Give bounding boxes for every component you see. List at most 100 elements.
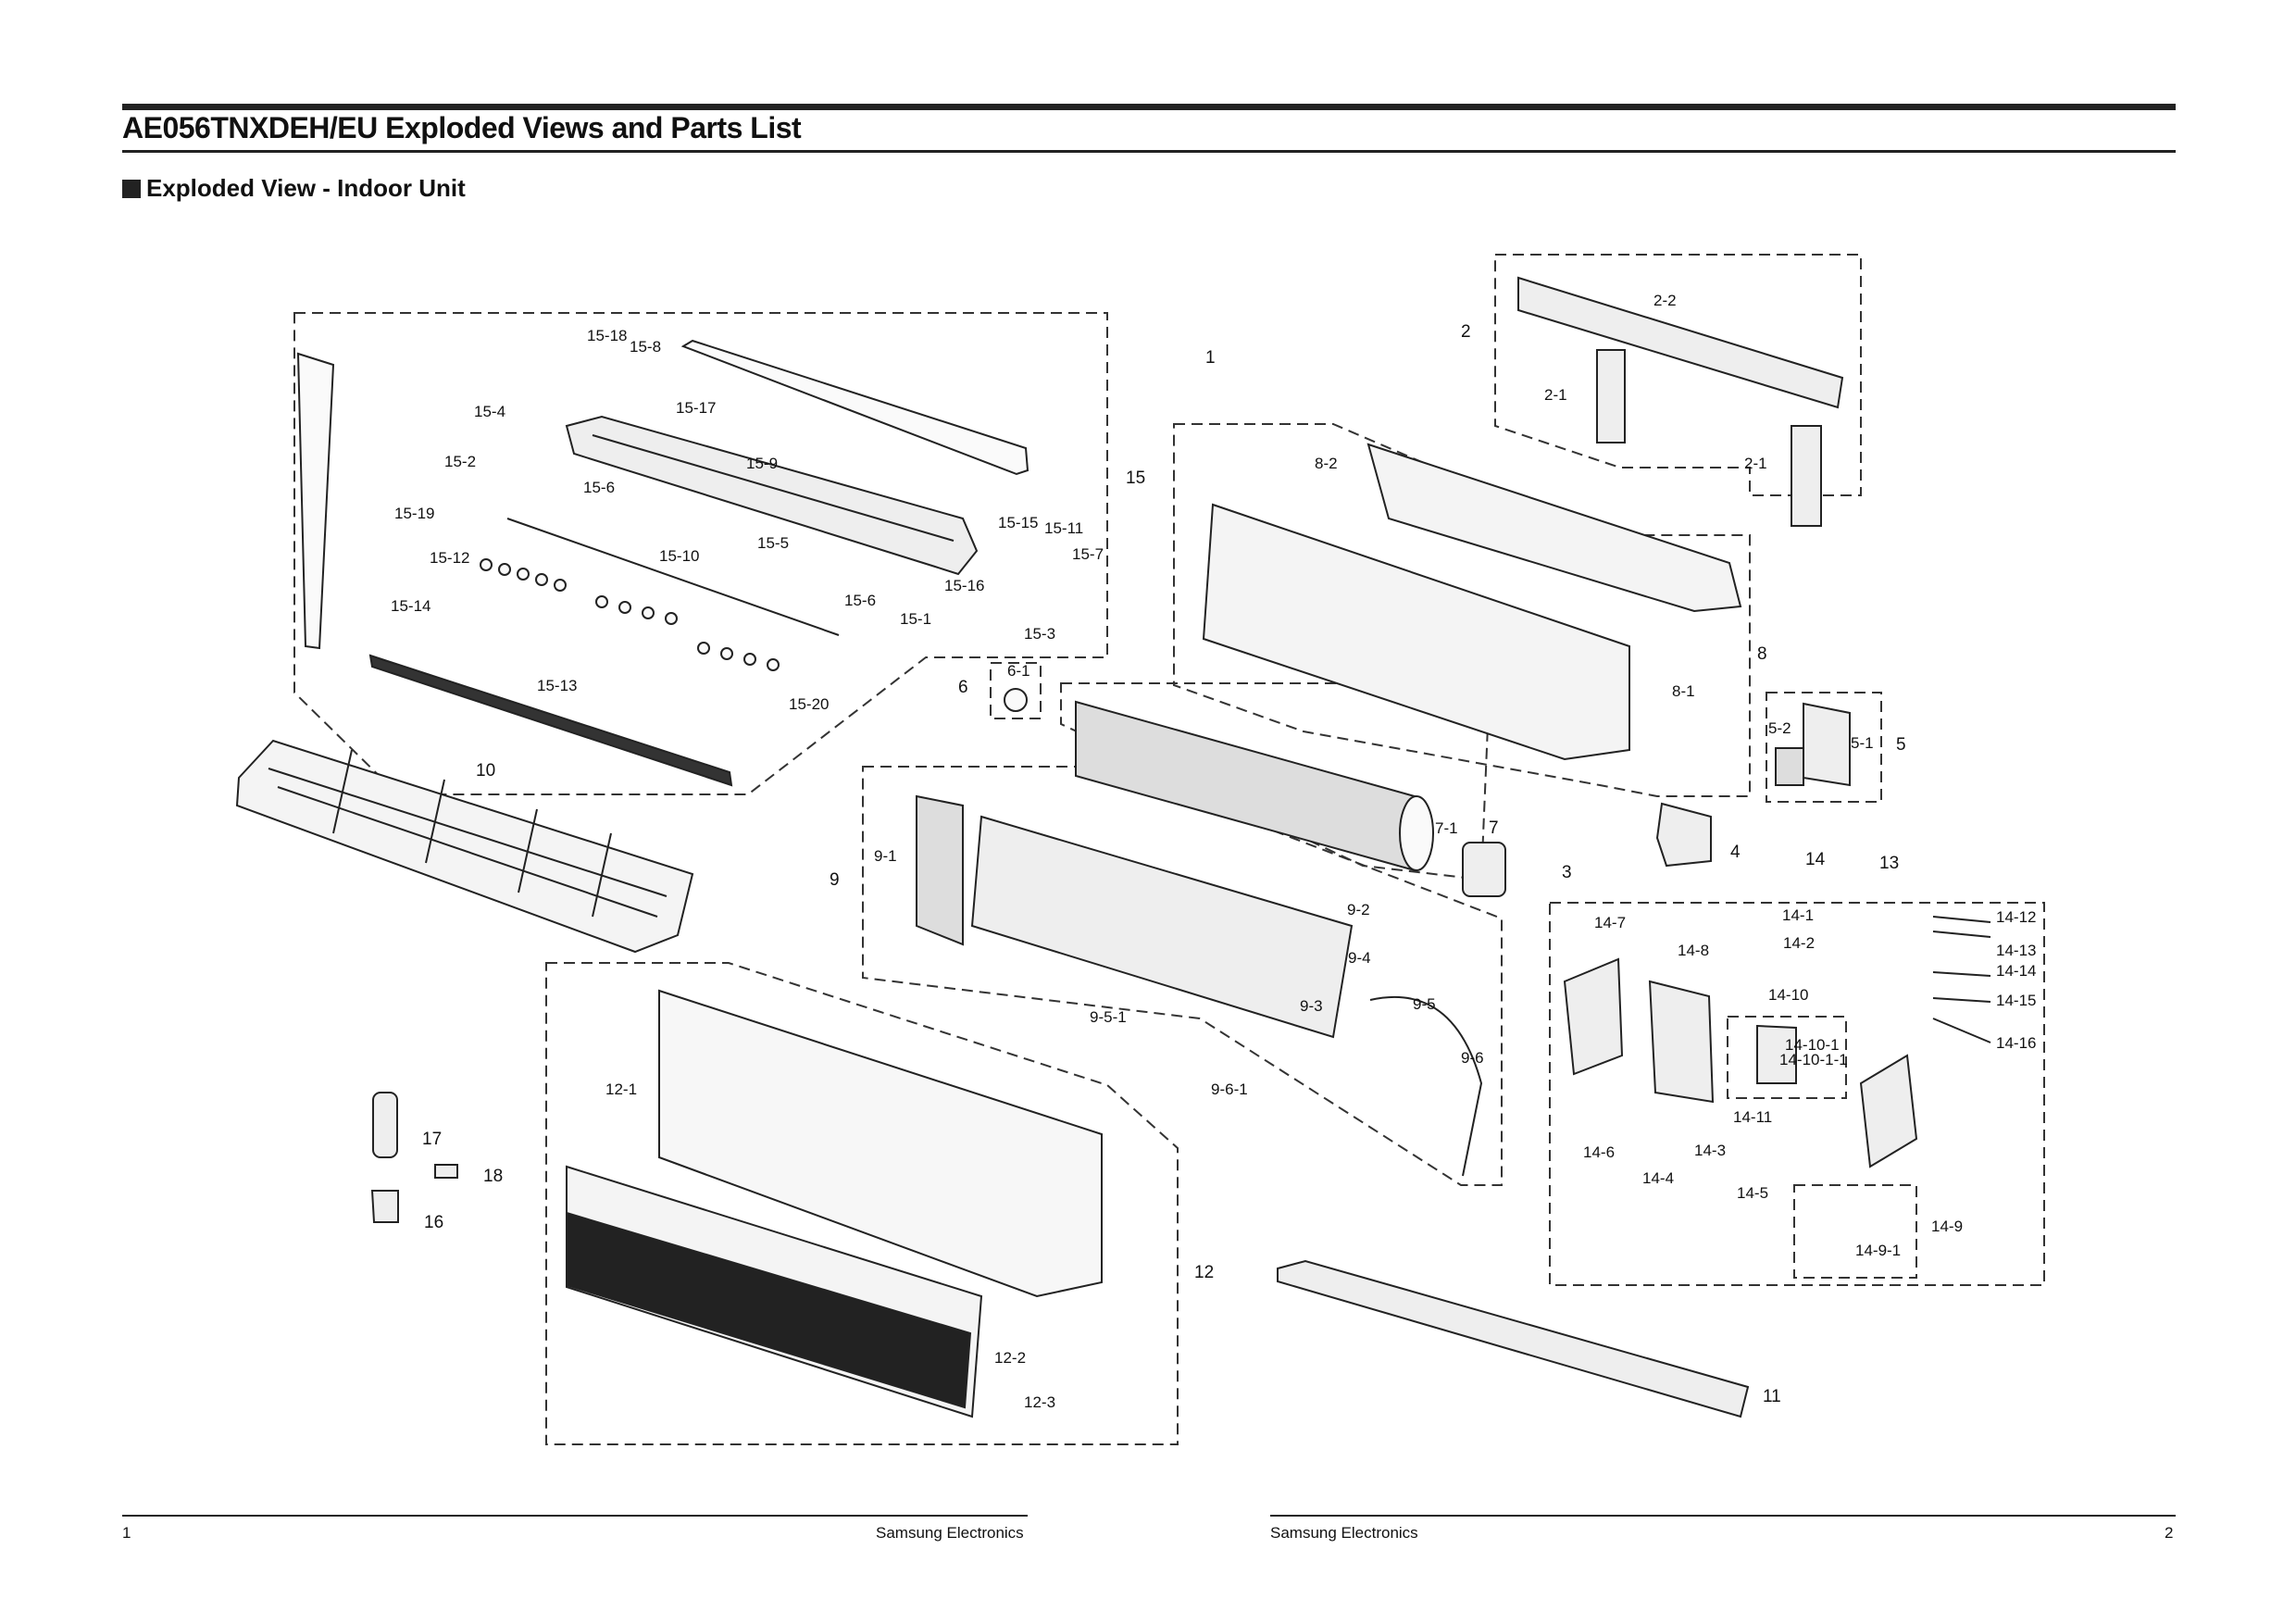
callout-14-12: 14-12 [1996,908,2036,926]
callout-15-1: 15-1 [900,610,931,628]
group-6-boundary [990,662,1042,719]
page-title: AE056TNXDEH/EU Exploded Views and Parts … [122,111,802,144]
callout-15-17: 15-17 [676,399,716,417]
part-4-motor-holder [1655,802,1712,868]
callout-3: 3 [1562,863,1572,882]
callout-7: 7 [1489,818,1499,838]
callout-14-15: 14-15 [1996,992,2036,1009]
part-15-19-long-rod [296,352,335,650]
callout-7-1: 7-1 [1435,819,1458,837]
callout-9-6: 9-6 [1461,1049,1484,1067]
group-14-boundary [1549,902,2045,1286]
title-rule-top [122,104,2176,110]
part-8-main-chassis [1202,443,1742,761]
callout-15-6b: 15-6 [844,592,876,609]
part-14-control-box [1563,957,1797,1104]
part-14-wires [1932,916,1991,1043]
footer-left-brand: Samsung Electronics [876,1524,1024,1542]
callout-15-14: 15-14 [391,597,430,615]
callout-15-10: 15-10 [659,547,699,565]
callout-16: 16 [424,1213,443,1232]
part-16-remote-holder [370,1190,399,1223]
callout-14-9: 14-9 [1931,1218,1963,1235]
callout-15-16: 15-16 [944,577,984,594]
callout-9-1: 9-1 [874,847,897,865]
part-5-housing [1775,702,1851,787]
callout-9: 9 [830,870,840,890]
callout-5: 5 [1896,735,1906,755]
callout-12-2: 12-2 [994,1349,1026,1367]
callout-15-19: 15-19 [394,505,434,522]
callout-15-15: 15-15 [998,514,1038,531]
callout-14-13: 14-13 [1996,942,2036,959]
callout-9-6-1: 9-6-1 [1211,1081,1248,1098]
callout-12-1: 12-1 [605,1081,637,1098]
callout-15-11: 15-11 [1044,519,1083,537]
callout-4: 4 [1730,843,1741,862]
part-10-filter-grille [235,739,694,954]
footer-right-brand: Samsung Electronics [1270,1524,1418,1542]
callout-15-8: 15-8 [630,338,661,356]
footer-right-page-number: 2 [2165,1524,2174,1542]
callout-18: 18 [483,1167,503,1186]
callout-15-20: 15-20 [789,695,829,713]
callout-14-16: 14-16 [1996,1034,2036,1052]
callout-14-10-1-1: 14-10-1-1 [1779,1051,1848,1068]
callout-14: 14 [1805,850,1826,869]
footer-left-page-number: 1 [122,1524,131,1542]
group-boundaries [293,254,2045,1445]
group-14-9-boundary [1793,1184,1917,1279]
part-13-pcb-cover [1859,1054,1918,1168]
callout-2-1b: 2-1 [1744,455,1767,472]
callout-9-2: 9-2 [1347,901,1370,918]
callout-14-7: 14-7 [1594,914,1626,931]
footer-rule-left [122,1515,1028,1517]
callout-14-8: 14-8 [1678,942,1709,959]
callout-15-13: 15-13 [537,677,577,694]
group-9-boundary [862,766,1503,1186]
callout-15-18: 15-18 [587,327,627,344]
callout-10: 10 [476,761,495,781]
part-12-front-panel [566,989,1103,1418]
callout-9-4: 9-4 [1348,949,1371,967]
part-7-cross-flow-fan [1075,700,1434,872]
callout-1: 1 [1205,348,1216,368]
part-15-13-strip [368,654,733,787]
callout-17: 17 [422,1130,442,1149]
callout-15-4: 15-4 [474,403,505,420]
callout-2: 2 [1461,322,1471,342]
callout-9-5-1: 9-5-1 [1090,1008,1127,1026]
callout-15: 15 [1126,468,1145,488]
group-14-10-boundary [1727,1016,1847,1099]
callout-14-4: 14-4 [1642,1169,1674,1187]
callout-9-3: 9-3 [1300,997,1323,1015]
footer-rule-right [1270,1515,2176,1517]
callout-11: 11 [1763,1387,1781,1406]
part-15-10-strip [506,518,840,636]
callout-15-3: 15-3 [1024,625,1055,643]
callout-15-2: 15-2 [444,453,476,470]
callout-12-3: 12-3 [1024,1393,1055,1411]
callout-15-6a: 15-6 [583,479,615,496]
callout-14-10: 14-10 [1768,986,1808,1004]
parts-drawings [235,276,1991,1418]
section-heading: Exploded View - Indoor Unit [122,174,466,203]
part-9-evaporator [916,794,1483,1177]
group-2-boundary [1494,254,1862,496]
group-12-boundary [545,962,1179,1445]
callout-15-7: 15-7 [1072,545,1104,563]
callout-13: 13 [1879,854,1899,873]
callout-5-1: 5-1 [1851,734,1874,752]
part-3-fan-motor [1462,842,1506,897]
callout-8-1: 8-1 [1672,682,1695,700]
callout-15-5: 15-5 [757,534,789,552]
callout-14-1: 14-1 [1782,906,1814,924]
callout-8-2: 8-2 [1315,455,1338,472]
callout-14-14: 14-14 [1996,962,2036,980]
callout-8: 8 [1757,644,1767,664]
callout-2-1a: 2-1 [1544,386,1567,404]
group-5-boundary [1766,692,1882,803]
callout-12: 12 [1194,1263,1214,1282]
part-18-battery [434,1164,458,1179]
part-2-mounting-bracket [1517,276,1844,527]
